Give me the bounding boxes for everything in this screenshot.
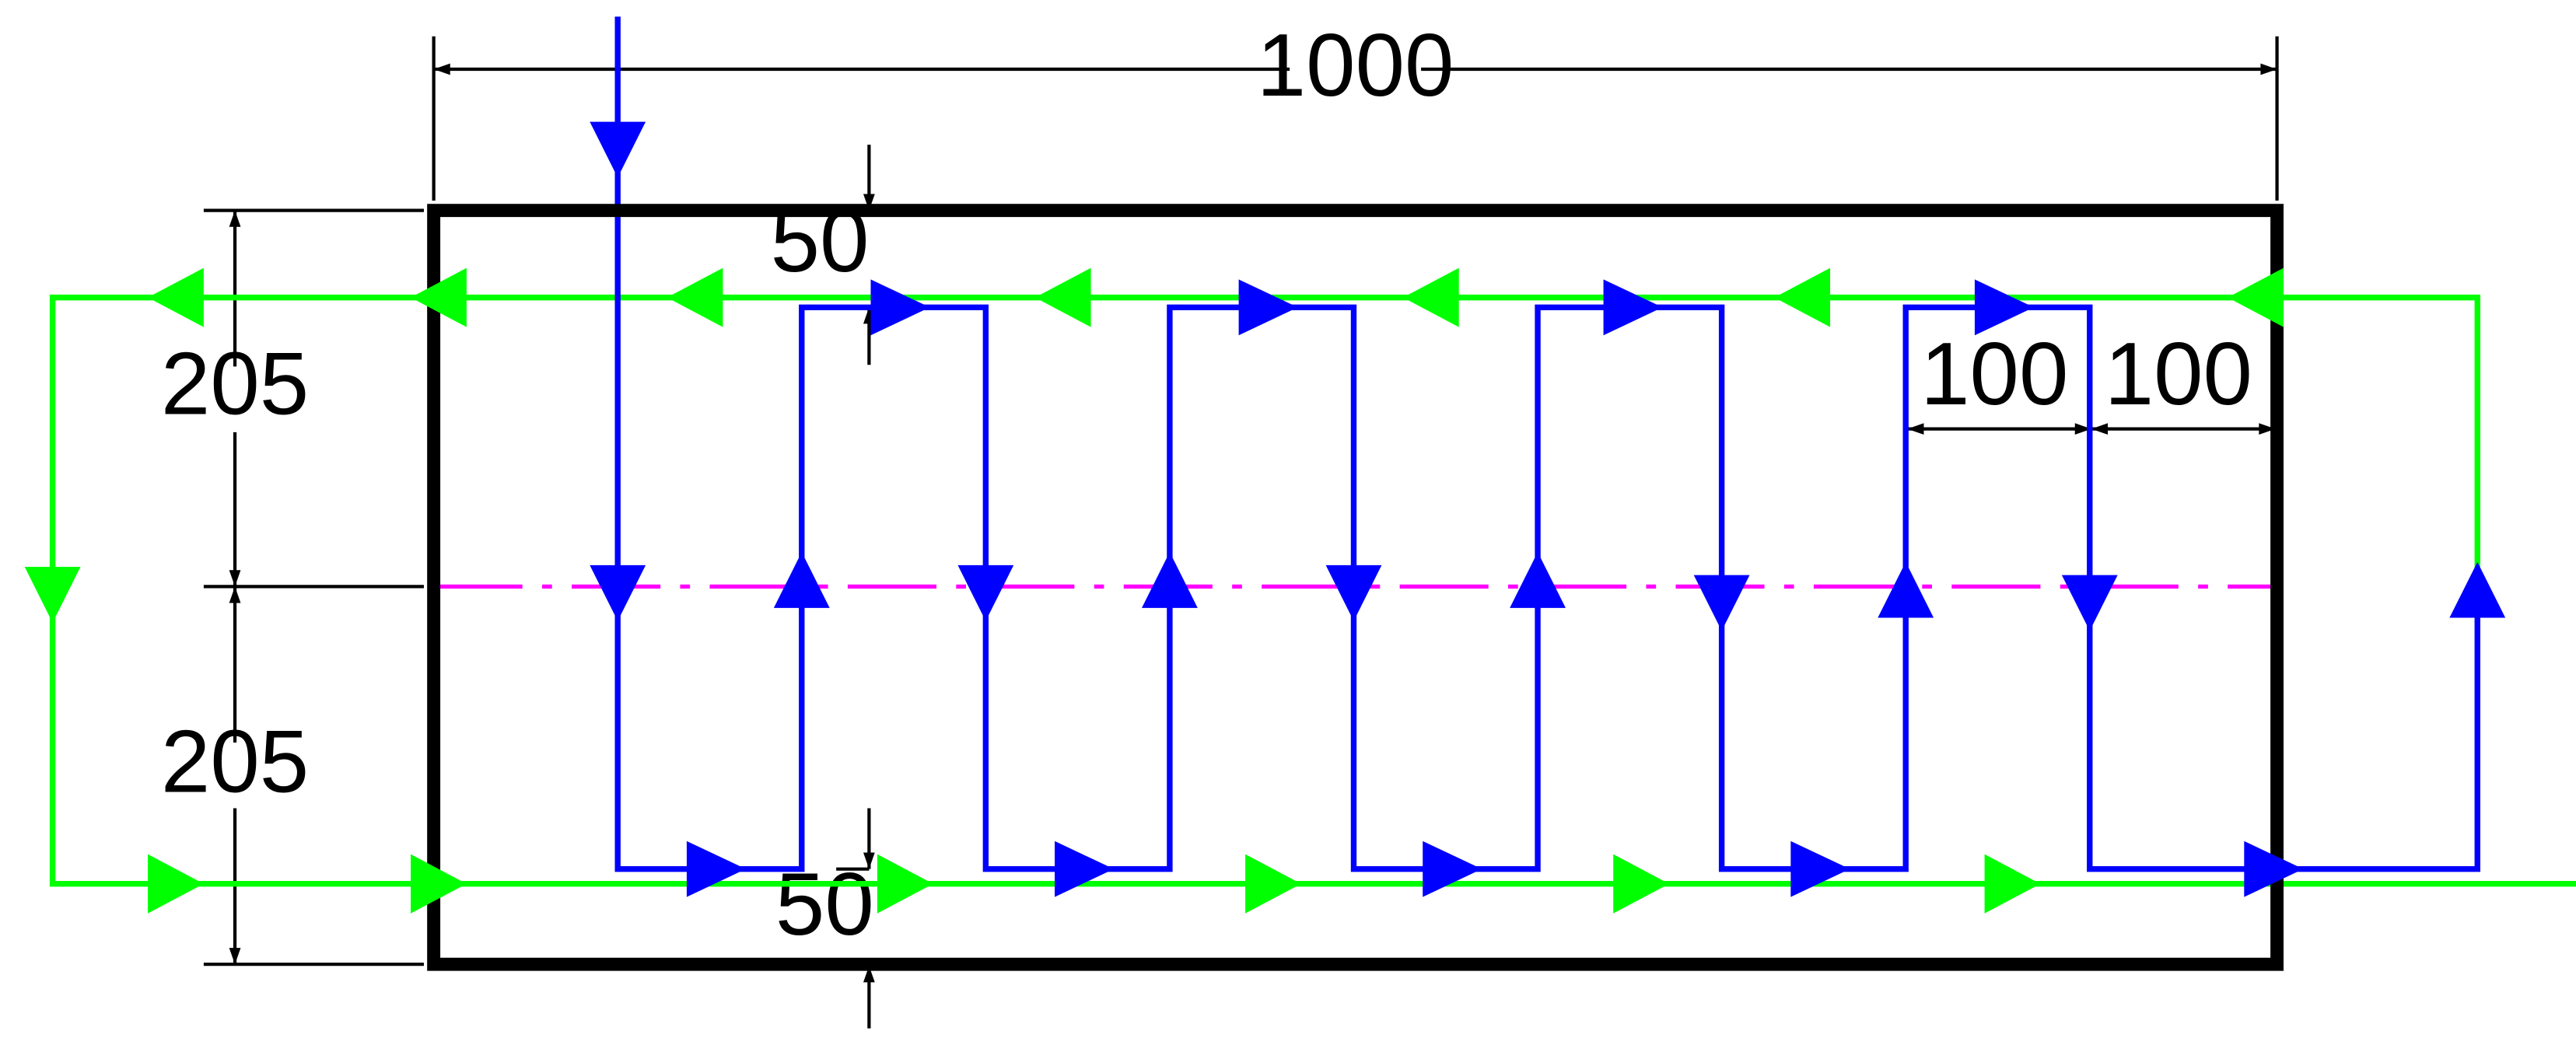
flow-arrow-icon — [1142, 552, 1198, 608]
dimension-bottom-offset: 50 — [775, 808, 875, 1029]
flow-arrow-icon — [1603, 279, 1663, 336]
flow-arrow-icon — [1984, 854, 2041, 914]
flow-arrow-icon — [1774, 267, 1831, 327]
flow-arrow-icon — [1325, 564, 1382, 621]
flow-arrow-icon — [1613, 854, 1670, 914]
dimension-top-offset: 50 — [771, 145, 875, 365]
flow-arrow-icon — [877, 854, 933, 914]
flow-arrow-icon — [1238, 279, 1298, 336]
flow-arrow-icon — [1790, 841, 1850, 897]
flow-arrow-icon — [686, 841, 746, 897]
flow-arrow-icon — [411, 854, 467, 914]
dimension-upper-height-label: 205 — [161, 335, 309, 434]
flow-arrow-icon — [1402, 267, 1459, 327]
outer-frame — [427, 204, 2284, 971]
loop-flow-arrows — [24, 267, 2284, 914]
dimension-spacing-edge-label: 100 — [2105, 325, 2252, 424]
flow-arrow-icon — [1423, 841, 1482, 897]
flow-arrow-icon — [590, 564, 646, 621]
dimension-lower-height-label: 205 — [161, 712, 309, 811]
flow-arrow-icon — [2061, 575, 2118, 631]
flow-arrow-icon — [1245, 854, 1301, 914]
flow-arrow-icon — [957, 564, 1014, 621]
flow-arrow-icon — [1055, 841, 1115, 897]
flow-arrow-icon — [1693, 575, 1750, 631]
flow-arrow-icon — [590, 121, 646, 178]
flow-arrow-icon — [148, 854, 204, 914]
flow-arrow-icon — [773, 552, 830, 608]
flow-arrow-icon — [1034, 267, 1091, 327]
flow-arrow-icon — [2449, 561, 2506, 618]
dimension-total-length-label: 1000 — [1257, 16, 1454, 115]
serpentine-flow-arrows — [590, 121, 2506, 897]
dimension-heights: 205 205 — [161, 208, 424, 966]
serpentine-flow — [614, 16, 2480, 872]
flow-arrow-icon — [24, 567, 81, 623]
flow-arrow-icon — [411, 267, 467, 327]
flow-arrow-icon — [1878, 561, 1934, 618]
dimension-annotations: 1000 205 205 50 50 — [161, 16, 2279, 1029]
flow-arrow-icon — [2244, 841, 2304, 897]
dimension-total-length: 1000 — [432, 16, 2279, 201]
flow-arrow-icon — [1510, 552, 1566, 608]
dimension-spacing: 100 100 — [1907, 325, 2276, 435]
serpentine-flow-path — [614, 16, 2480, 872]
dimension-spacing-inner-label: 100 — [1920, 325, 2068, 424]
flow-arrow-icon — [870, 279, 930, 336]
flow-arrow-icon — [2228, 267, 2284, 327]
flow-arrow-icon — [1974, 279, 2034, 336]
flow-arrow-icon — [148, 267, 204, 327]
flow-arrow-icon — [667, 267, 723, 327]
